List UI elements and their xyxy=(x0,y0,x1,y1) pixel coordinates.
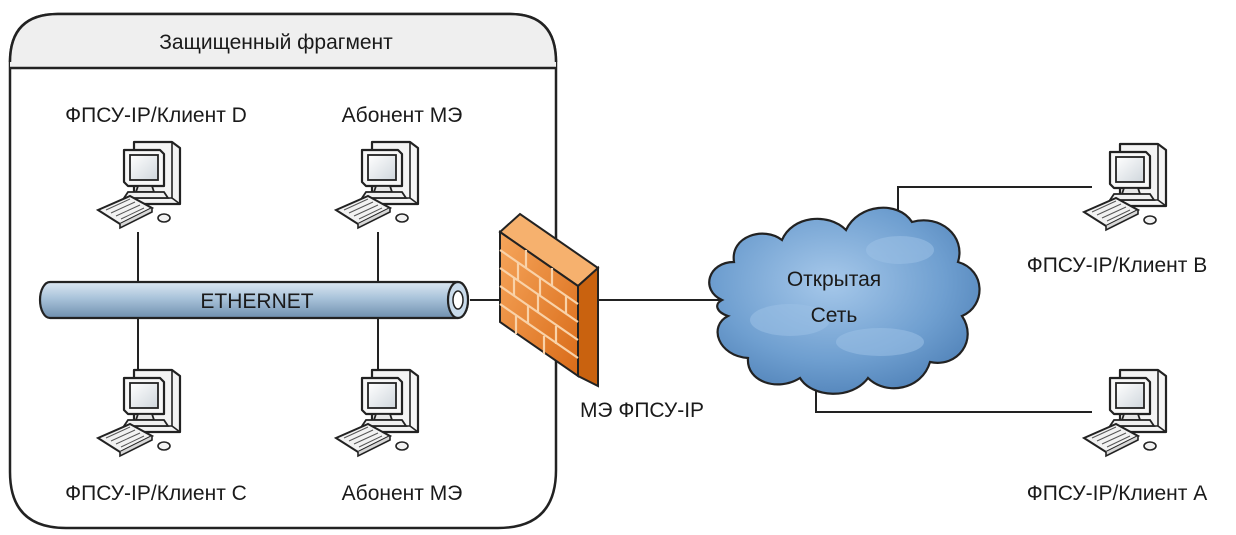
brick-firewall-icon xyxy=(498,212,600,388)
ethernet-bus: ETHERNET xyxy=(38,280,470,320)
node-client-c: ФПСУ-IP/Клиент C xyxy=(65,368,247,505)
desktop-computer-icon xyxy=(1082,142,1168,232)
node-client-d: ФПСУ-IP/Клиент D xyxy=(65,104,247,230)
node-abonent-bottom: Абонент МЭ xyxy=(334,368,463,505)
node-label: Абонент МЭ xyxy=(342,104,463,127)
firewall: МЭ ФПСУ-IP xyxy=(498,212,704,422)
open-network-cloud: Открытая Сеть xyxy=(708,206,981,395)
node-label: ФПСУ-IP/Клиент D xyxy=(65,104,247,127)
node-client-a: ФПСУ-IP/Клиент A xyxy=(1027,368,1208,505)
protected-zone: Защищенный фрагмент xyxy=(8,12,558,530)
link-cloud-client-a xyxy=(815,385,1092,413)
ethernet-label: ETHERNET xyxy=(200,290,313,313)
node-label: Абонент МЭ xyxy=(342,482,463,505)
desktop-computer-icon xyxy=(1082,368,1168,458)
node-abonent-top: Абонент МЭ xyxy=(334,104,463,230)
network-cloud-icon xyxy=(708,206,981,395)
node-label: ФПСУ-IP/Клиент B xyxy=(1027,254,1208,277)
node-client-b: ФПСУ-IP/Клиент B xyxy=(1027,142,1208,277)
connection-lines xyxy=(137,186,1092,413)
node-label: ФПСУ-IP/Клиент A xyxy=(1027,482,1208,505)
cloud-label-line1: Открытая xyxy=(787,268,881,291)
protected-zone-title: Защищенный фрагмент xyxy=(159,31,393,54)
link-cloud-client-b xyxy=(897,186,1092,225)
cloud-label-line2: Сеть xyxy=(811,304,858,327)
firewall-label: МЭ ФПСУ-IP xyxy=(580,399,704,422)
node-label: ФПСУ-IP/Клиент C xyxy=(65,482,247,505)
